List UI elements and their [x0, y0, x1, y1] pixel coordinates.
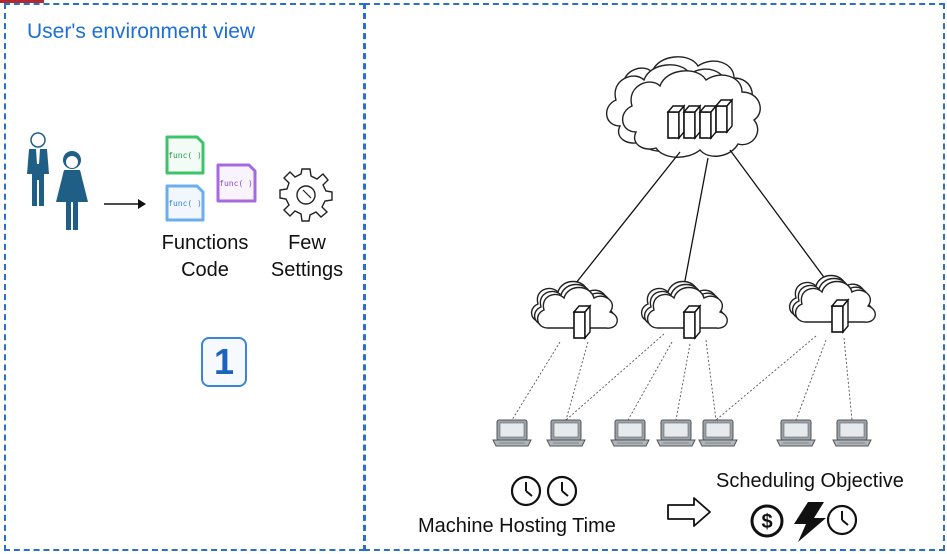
- energy-icon: [794, 502, 826, 542]
- functions-label-line2: Code: [181, 259, 229, 281]
- laptop-icon: [776, 419, 816, 447]
- laptop-icon: [610, 419, 650, 447]
- laptop-icon: [656, 419, 696, 447]
- top-accent-bar: [0, 0, 44, 3]
- step-number-badge: 1: [201, 337, 247, 387]
- function-file-purple-text: func( ): [219, 179, 253, 188]
- functions-label-line1: Functions: [161, 232, 249, 254]
- laptop-icon: [832, 419, 872, 447]
- edge-cloud-right-icon: [788, 274, 876, 333]
- hollow-arrow-icon: [667, 497, 711, 527]
- user-person-male-icon: [27, 132, 49, 206]
- clock-icon: [826, 504, 858, 536]
- settings-label-line2: Settings: [270, 259, 344, 281]
- function-file-blue-text: func( ): [168, 199, 202, 208]
- cost-symbol: $: [761, 511, 772, 533]
- gear-icon: [279, 168, 333, 222]
- infrastructure-panel: [364, 3, 945, 551]
- cost-icon: $: [750, 504, 784, 538]
- submit-arrow-icon: [104, 199, 146, 209]
- cloud-links: [571, 149, 827, 289]
- central-cloud-icon: [606, 56, 761, 158]
- device-links: [511, 333, 853, 421]
- function-file-green-text: func( ): [168, 151, 202, 160]
- clock-icon: [546, 475, 578, 507]
- laptop-icon: [492, 419, 532, 447]
- edge-cloud-left-icon: [530, 280, 618, 339]
- functions-code-label: Functions Code: [150, 230, 260, 284]
- function-file-purple-icon: func( ): [216, 163, 257, 203]
- function-file-blue-icon: func( ): [165, 184, 205, 222]
- user-person-female-icon: [56, 151, 88, 230]
- function-file-green-icon: func( ): [165, 135, 205, 175]
- edge-cloud-middle-icon: [640, 280, 728, 339]
- settings-label-line1: Few: [288, 232, 326, 254]
- panel-title: User's environment view: [27, 20, 256, 43]
- hosting-time-label: Machine Hosting Time: [418, 515, 616, 537]
- laptop-icon: [546, 419, 586, 447]
- scheduling-objective-label: Scheduling Objective: [716, 470, 904, 492]
- clock-icon: [510, 475, 542, 507]
- few-settings-label: Few Settings: [262, 230, 352, 284]
- laptop-icon: [698, 419, 738, 447]
